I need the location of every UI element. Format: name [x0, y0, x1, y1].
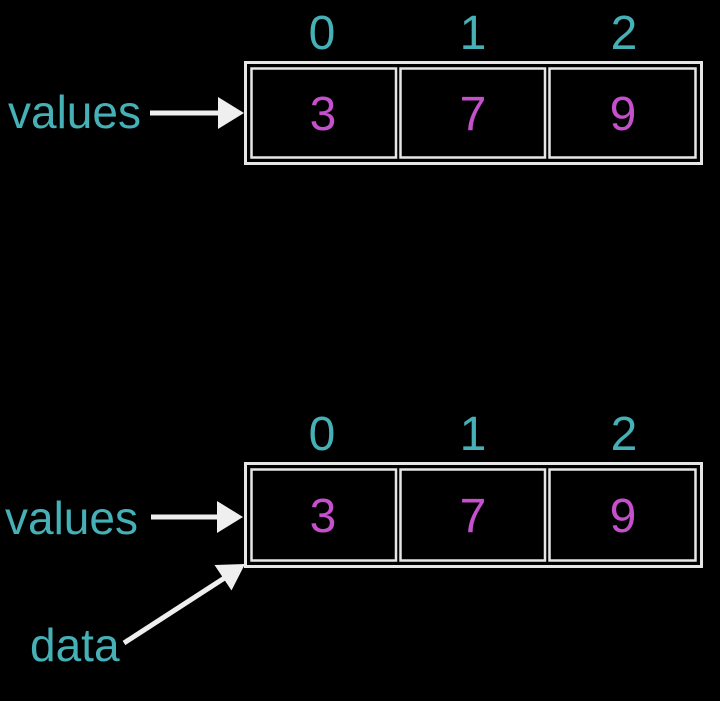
index-label: 1 [460, 408, 487, 461]
array-cell-value: 3 [310, 88, 337, 141]
array-cell [548, 67, 697, 159]
arrow-head [217, 501, 243, 533]
pointer-label-data: data [30, 619, 120, 671]
values-pointer-arrow [150, 97, 244, 129]
array-cell-value: 9 [610, 88, 637, 141]
data-pointer-arrow [122, 564, 245, 646]
index-label: 0 [309, 7, 336, 60]
arrow-head [214, 564, 245, 591]
arrow-head [218, 97, 244, 129]
array-cell-value: 7 [460, 88, 487, 141]
array-diagram-top: 0 1 2 3 7 9 values [8, 7, 703, 165]
array-cell [399, 468, 547, 562]
index-label: 2 [611, 408, 638, 461]
index-label: 1 [460, 7, 487, 60]
index-label: 0 [309, 408, 336, 461]
array-cell [548, 468, 697, 562]
array-cell-value: 7 [460, 490, 487, 543]
array-diagram-bottom: 0 1 2 3 7 9 values data [5, 408, 703, 671]
pointer-label-values: values [5, 492, 138, 544]
array-cell [250, 468, 398, 562]
array-outer-box [244, 61, 703, 165]
values-pointer-arrow [151, 501, 243, 533]
array-cell-value: 3 [310, 490, 337, 543]
array-cell [250, 67, 398, 159]
arrow-line [122, 574, 228, 646]
array-cell-value: 9 [610, 490, 637, 543]
array-outer-box [244, 462, 703, 568]
array-cell [399, 67, 547, 159]
index-label: 2 [611, 7, 638, 60]
pointer-label-values: values [8, 86, 141, 138]
